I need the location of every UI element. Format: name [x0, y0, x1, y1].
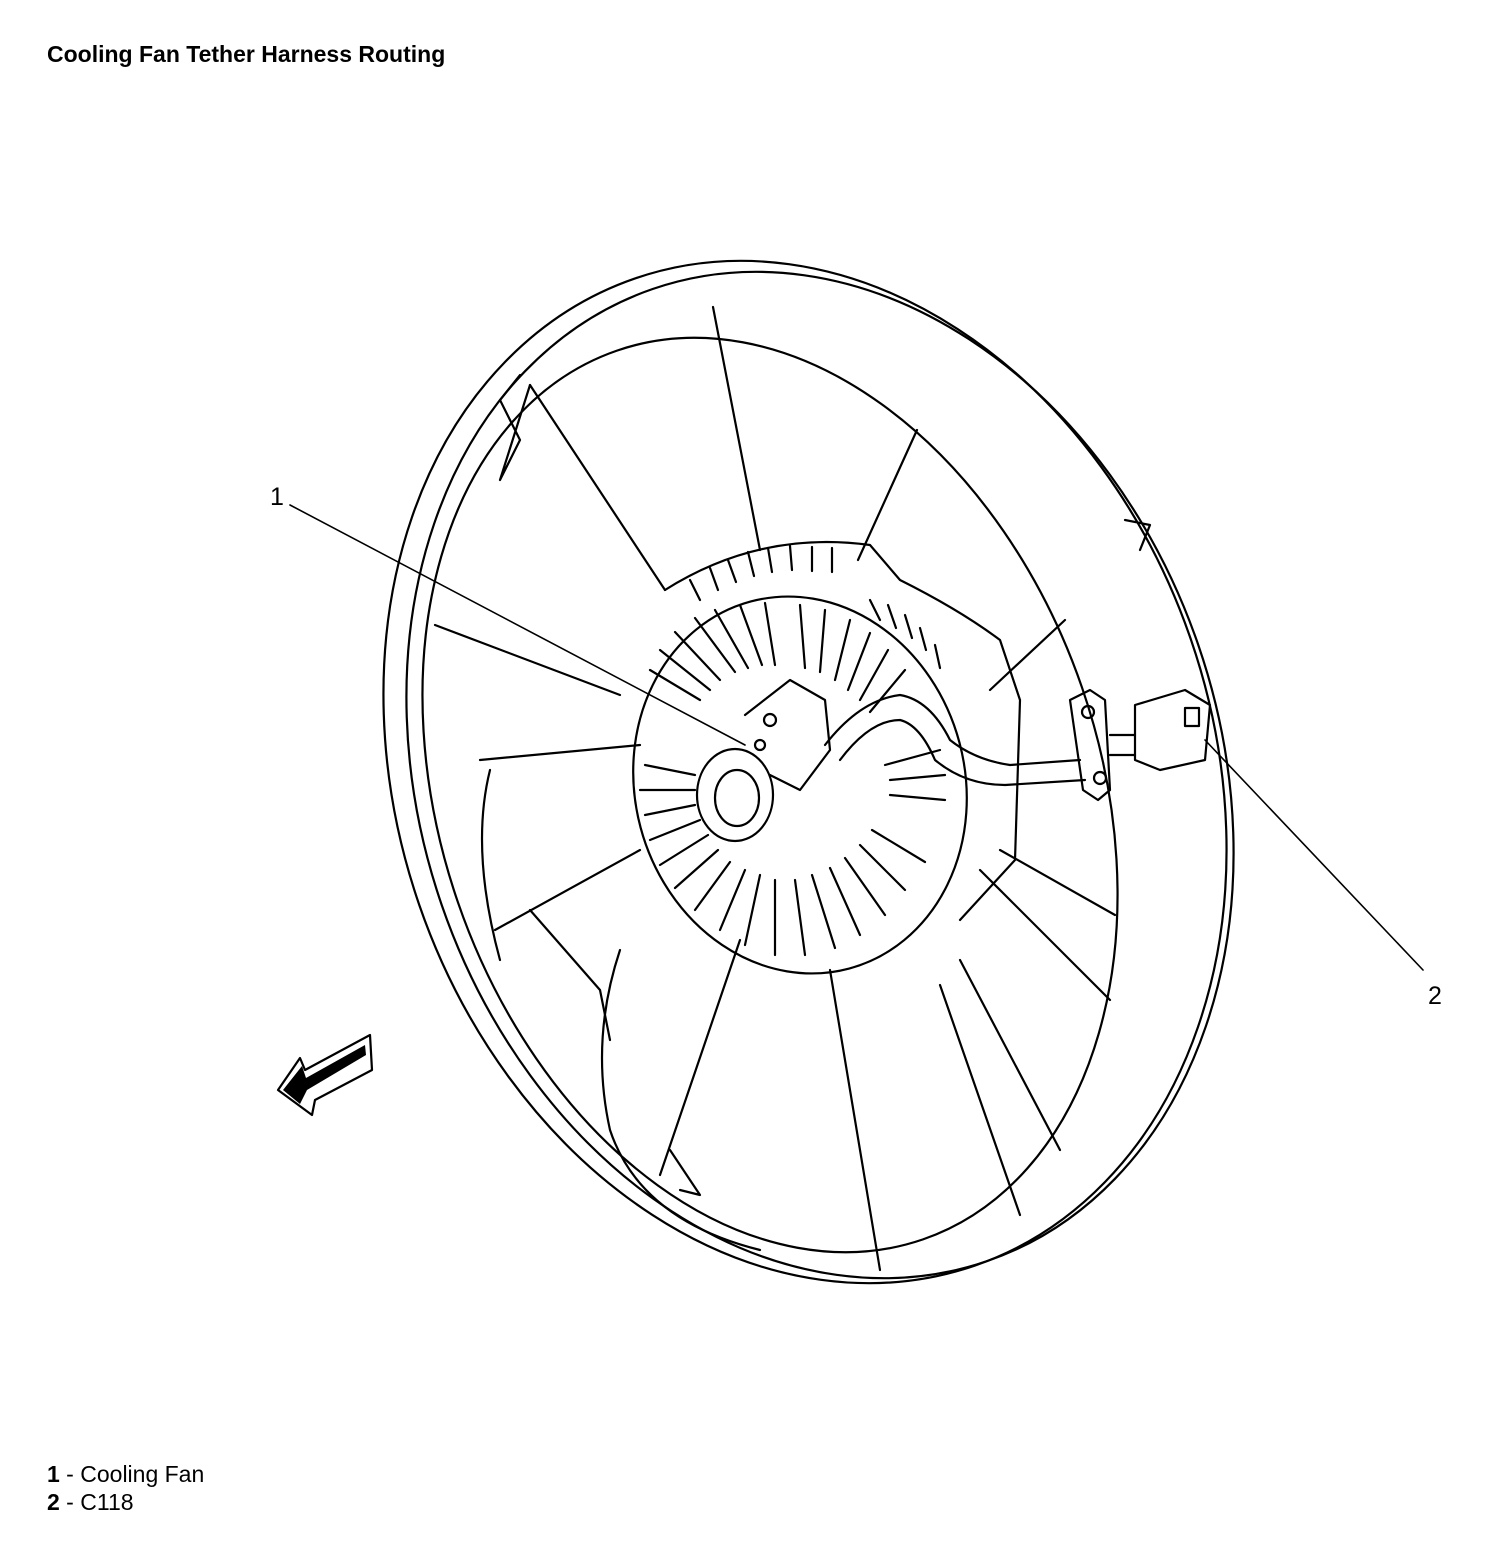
fan-shroud-ring	[382, 259, 1235, 1285]
legend-text: Cooling Fan	[80, 1461, 205, 1487]
fan-hub-ring	[663, 540, 1022, 922]
callout-1-label: 1	[270, 483, 284, 511]
fan-blades	[433, 305, 1152, 1272]
direction-arrow-icon	[276, 1033, 374, 1117]
leader-lines	[289, 504, 1424, 971]
tether-harness	[743, 678, 1087, 792]
legend-item: 1 - Cooling Fan	[47, 1460, 204, 1488]
legend: 1 - Cooling Fan 2 - C118	[47, 1460, 204, 1516]
legend-item: 2 - C118	[47, 1488, 204, 1516]
clutch-hub-center	[695, 747, 775, 843]
diagram-title: Cooling Fan Tether Harness Routing	[47, 41, 446, 67]
leader-line-1	[289, 504, 746, 746]
leader-line-2	[1204, 739, 1424, 971]
c118-connector	[1068, 688, 1212, 802]
legend-sep: -	[59, 1461, 81, 1487]
callout-2-label: 2	[1428, 982, 1442, 1010]
legend-num: 2	[47, 1489, 60, 1515]
legend-text: C118	[80, 1489, 134, 1515]
legend-num: 1	[47, 1461, 60, 1487]
legend-sep: -	[59, 1489, 81, 1515]
fan-clutch	[632, 595, 968, 975]
